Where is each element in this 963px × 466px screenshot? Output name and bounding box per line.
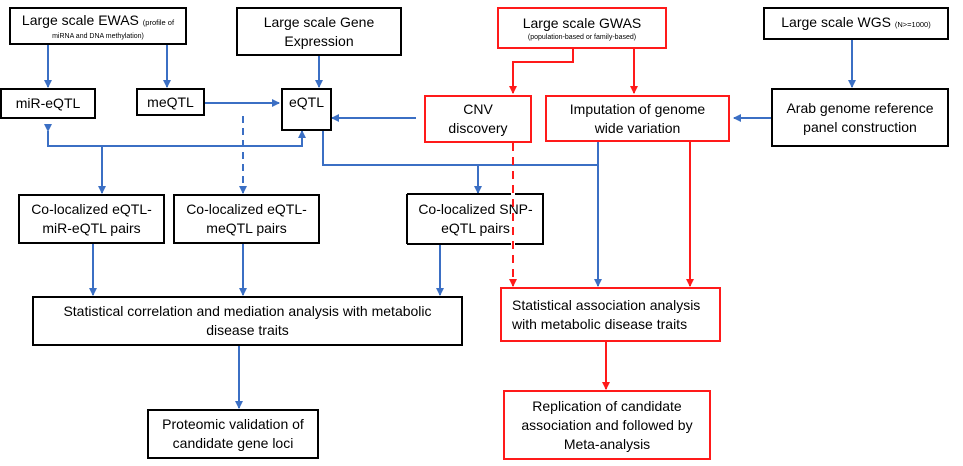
replication-line3: Meta-analysis	[563, 435, 651, 452]
coloc-mir-box: Co-localized eQTL- miR-eQTL pairs	[18, 194, 165, 244]
imputation-box: Imputation of genome wide variation	[545, 95, 730, 142]
imputation-line2: wide variation	[594, 119, 681, 136]
stat-corr-line2: disease traits	[206, 322, 289, 338]
coloc-mir-line1: Co-localized eQTL-	[31, 201, 152, 217]
wgs-title: Large scale WGS	[781, 14, 891, 30]
cnv-line2: discovery	[448, 120, 508, 136]
statistical-correlation-box: Statistical correlation and mediation an…	[32, 296, 463, 346]
coloc-mir-line2: miR-eQTL pairs	[42, 220, 141, 236]
statistical-association-box: Statistical association analysis with me…	[500, 287, 721, 342]
coloc-me-line1: Co-localized eQTL-	[186, 201, 307, 217]
proteomic-line2: candidate gene loci	[172, 435, 294, 451]
gene-expression-line1: Large scale Gene	[263, 13, 375, 30]
ewas-note-a: (profile of	[142, 17, 175, 27]
coloc-snp-line1: Co-localized SNP-	[418, 201, 533, 217]
connector-eqtl-to-snp	[319, 124, 598, 166]
coloc-snp-box: Co-localized SNP- eQTL pairs	[407, 194, 544, 244]
mir-eqtl-label: miR-eQTL	[15, 95, 81, 111]
ewas-title: Large scale EWAS	[21, 11, 139, 28]
eqtl-box: eQTL	[281, 88, 332, 131]
arab-genome-box: Arab genome reference panel construction	[771, 88, 949, 147]
arab-line2: panel construction	[803, 118, 917, 135]
arrow-gwas-to-cnv	[509, 49, 574, 94]
gwas-box: Large scale GWAS (population-based or fa…	[497, 7, 667, 49]
imputation-line1: Imputation of genome	[569, 100, 706, 117]
cnv-line1: CNV	[463, 101, 493, 117]
gwas-note: (population-based or family-based)	[527, 33, 637, 41]
gene-expression-box: Large scale Gene Expression	[236, 7, 402, 56]
coloc-snp-line2: eQTL pairs	[441, 220, 510, 236]
replication-line1: Replication of candidate	[532, 397, 682, 414]
wgs-box: Large scale WGS (N>=1000)	[763, 7, 949, 40]
coloc-me-box: Co-localized eQTL- meQTL pairs	[173, 194, 320, 244]
meqtl-box: meQTL	[136, 88, 205, 116]
bracket-mir-eqtl-eqtl	[44, 124, 306, 147]
proteomic-box: Proteomic validation of candidate gene l…	[147, 409, 319, 459]
stat-assoc-line2: with metabolic disease traits	[512, 315, 688, 332]
stat-corr-line1: Statistical correlation and mediation an…	[63, 303, 432, 319]
eqtl-label: eQTL	[288, 94, 324, 110]
ewas-box: Large scale EWAS (profile of miRNA and D…	[9, 7, 187, 45]
gwas-title: Large scale GWAS	[522, 14, 642, 31]
coloc-me-line2: meQTL pairs	[206, 220, 287, 236]
gene-expression-line2: Expression	[284, 32, 354, 49]
replication-box: Replication of candidate association and…	[503, 390, 711, 460]
replication-line2: association and followed by	[521, 416, 693, 433]
wgs-note: (N>=1000)	[894, 20, 931, 29]
arab-line1: Arab genome reference	[786, 99, 934, 116]
stat-assoc-line1: Statistical association analysis	[512, 296, 701, 313]
cnv-box: CNV discovery	[424, 95, 532, 143]
ewas-note-b: miRNA and DNA methylation)	[52, 32, 144, 40]
proteomic-line1: Proteomic validation of	[162, 416, 304, 432]
mir-eqtl-box: miR-eQTL	[0, 88, 96, 119]
meqtl-label: meQTL	[147, 93, 194, 110]
